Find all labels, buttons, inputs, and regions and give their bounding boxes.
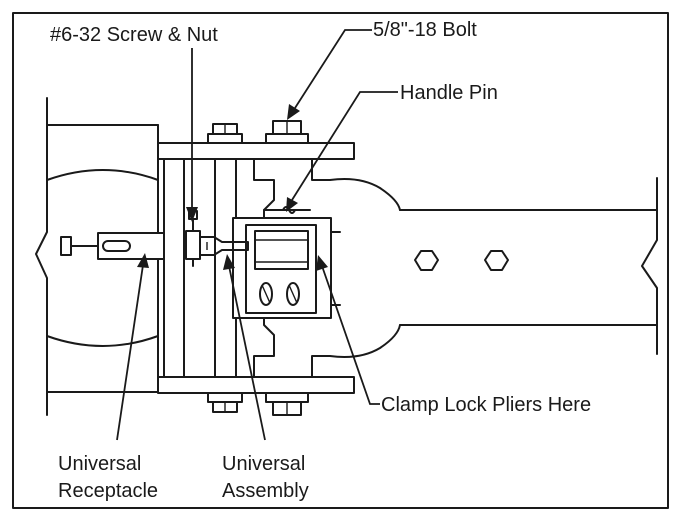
label-universal-receptacle-line1: Universal	[58, 453, 141, 475]
diagram-frame	[12, 12, 669, 509]
label-bolt: 5/8"-18 Bolt	[373, 19, 477, 41]
label-clamp-lock: Clamp Lock Pliers Here	[381, 394, 591, 416]
label-universal-assembly-line1: Universal	[222, 453, 305, 475]
leader-universal-assembly	[223, 254, 266, 441]
universal-receptacle	[60, 232, 165, 260]
label-handle-pin: Handle Pin	[400, 82, 498, 104]
leader-universal-receptacle	[116, 253, 149, 441]
leader-handle-pin	[286, 91, 398, 212]
bolt-heads-bottom	[207, 392, 309, 416]
leader-screw-nut	[186, 48, 198, 222]
leader-bolt	[287, 29, 372, 120]
leader-clamp-lock	[316, 255, 380, 405]
bolt-heads-top	[207, 120, 309, 144]
label-universal-receptacle-line2: Receptacle	[58, 480, 158, 502]
label-screw-nut: #6-32 Screw & Nut	[50, 24, 218, 46]
side-plates	[157, 142, 355, 394]
label-universal-assembly-line2: Assembly	[222, 480, 309, 502]
handle-arm	[399, 177, 658, 355]
